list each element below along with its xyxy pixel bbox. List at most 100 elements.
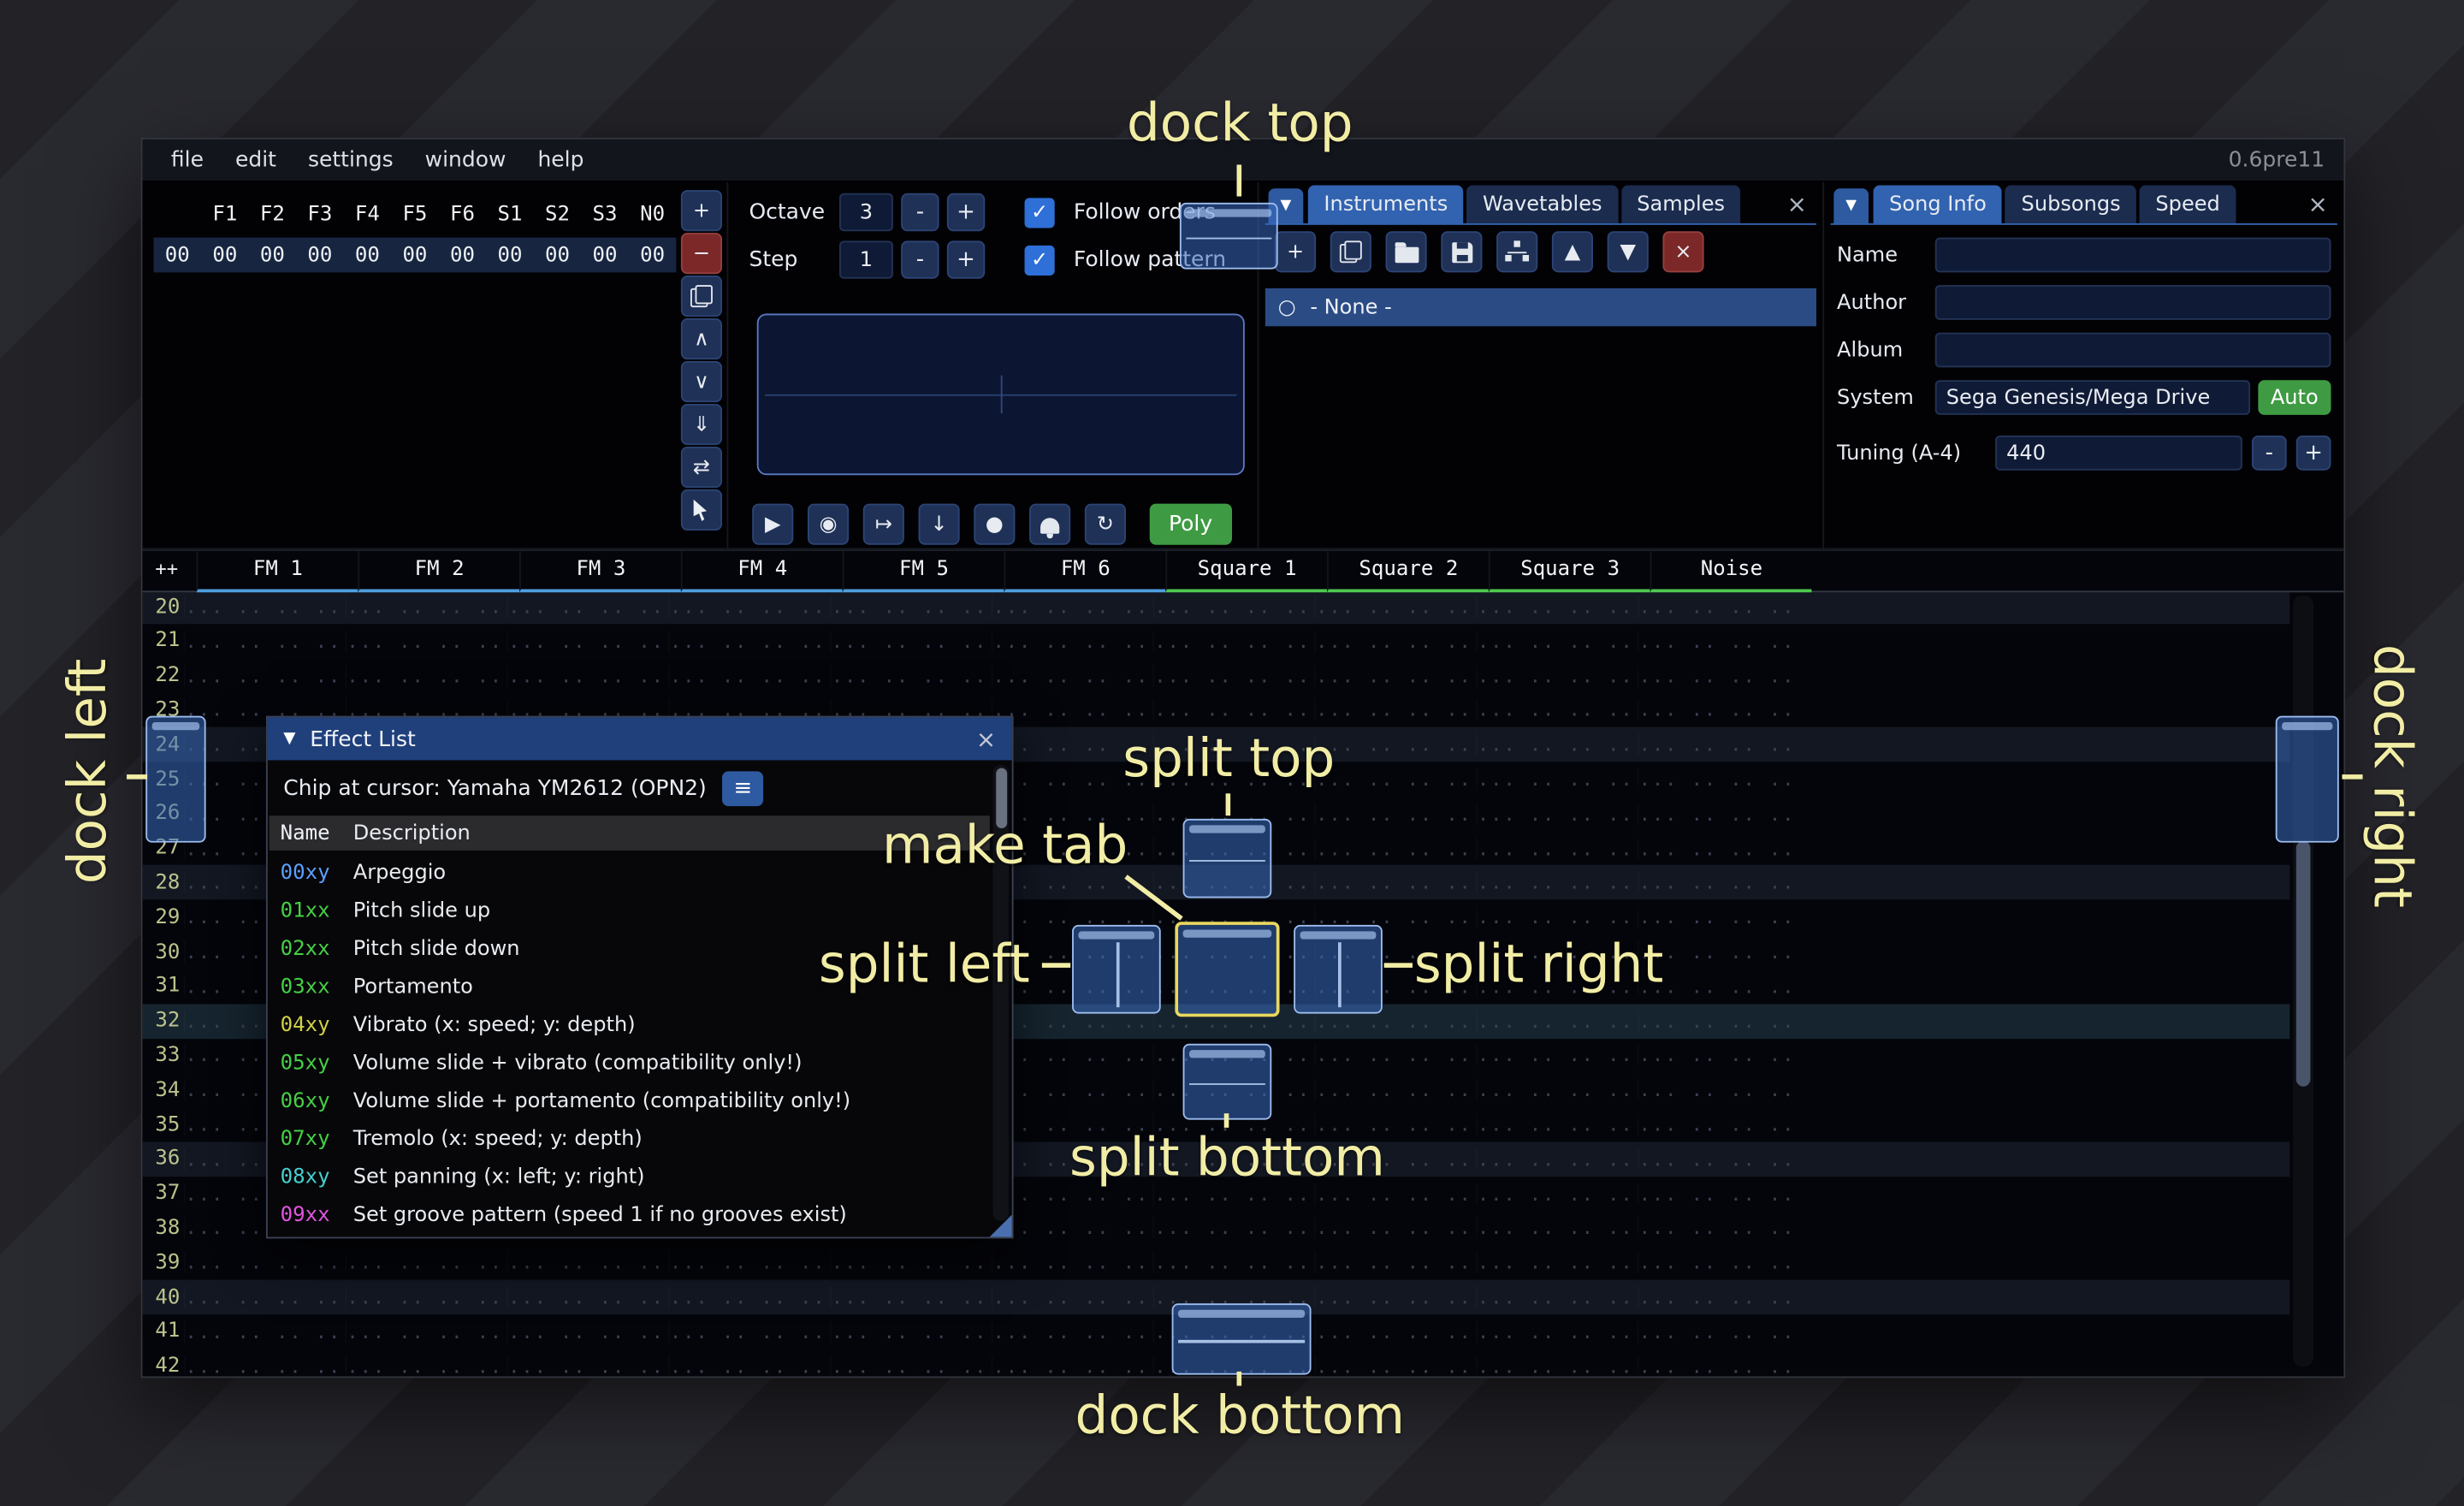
auto-button[interactable]: Auto: [2258, 380, 2331, 415]
order-row[interactable]: 0000000000000000000000: [154, 238, 677, 273]
pattern-cell[interactable]: ... .. .. ....: [1476, 1286, 1638, 1308]
pattern-cell[interactable]: ... .. .. ....: [1638, 1183, 1799, 1205]
duplicate-order-button[interactable]: [681, 276, 722, 317]
pattern-cell[interactable]: ... .. .. ....: [184, 1355, 346, 1375]
tab-instruments[interactable]: Instruments: [1308, 186, 1464, 223]
pattern-cell[interactable]: ... .. .. ....: [184, 665, 346, 687]
channel-header-noise[interactable]: Noise: [1650, 551, 1812, 592]
pattern-row[interactable]: 22... .. .. ....... .. .. ....... .. .. …: [143, 658, 2290, 693]
tab-speed[interactable]: Speed: [2140, 186, 2236, 223]
pattern-cell[interactable]: ... .. .. ....: [1638, 803, 1799, 825]
pattern-cell[interactable]: ... .. .. ....: [184, 1320, 346, 1343]
field-input-author[interactable]: [1935, 285, 2331, 320]
follow-pattern-checkbox[interactable]: ✓: [1025, 245, 1055, 275]
pattern-cell[interactable]: ... .. .. ....: [1476, 1217, 1638, 1239]
pattern-cell[interactable]: ... .. .. ....: [1476, 1183, 1638, 1205]
close-effect-list-button[interactable]: ×: [976, 725, 996, 753]
order-cell[interactable]: 00: [534, 243, 582, 267]
delete-instrument-button[interactable]: ×: [1662, 231, 1703, 272]
dock-target-right[interactable]: [2276, 716, 2339, 843]
pattern-cell[interactable]: ... .. .. ....: [506, 596, 668, 618]
menu-edit[interactable]: edit: [219, 147, 292, 173]
collapse-icon[interactable]: ▼: [283, 731, 295, 747]
order-cell[interactable]: 00: [439, 243, 487, 267]
pattern-cell[interactable]: ... .. .. ....: [668, 1355, 830, 1375]
channel-header-fm-6[interactable]: FM 6: [1004, 551, 1165, 592]
pattern-cell[interactable]: ... .. .. ....: [1476, 768, 1638, 791]
save-instrument-button[interactable]: [1441, 231, 1482, 272]
menu-file[interactable]: file: [155, 147, 219, 173]
pattern-cell[interactable]: ... .. .. ....: [992, 1286, 1153, 1308]
order-cell[interactable]: 00: [629, 243, 677, 267]
pattern-cell[interactable]: ... .. .. ....: [1314, 803, 1476, 825]
pattern-cell[interactable]: ... .. .. ....: [1476, 733, 1638, 756]
channel-header-fm-2[interactable]: FM 2: [358, 551, 519, 592]
step-decrease-button[interactable]: -: [901, 240, 939, 278]
open-instrument-button[interactable]: [1386, 231, 1427, 272]
pattern-cell[interactable]: ... .. .. ....: [1314, 665, 1476, 687]
order-cell[interactable]: 00: [486, 243, 534, 267]
pattern-cell[interactable]: ... .. .. ....: [992, 1217, 1153, 1239]
pattern-cell[interactable]: ... .. .. ....: [1638, 1079, 1799, 1101]
step-increase-button[interactable]: +: [947, 240, 985, 278]
pattern-cell[interactable]: ... .. .. ....: [668, 596, 830, 618]
tuning-input[interactable]: 440: [1995, 436, 2242, 471]
effect-row[interactable]: 04xyVibrato (x: speed; y: depth): [270, 1005, 990, 1043]
effect-row[interactable]: 07xyTremolo (x: speed; y: depth): [270, 1120, 990, 1158]
pattern-cell[interactable]: ... .. .. ....: [345, 665, 506, 687]
duplicate-instrument-button[interactable]: [1330, 231, 1371, 272]
move-instrument-down-button[interactable]: ▼: [1608, 231, 1649, 272]
tuning-increase-button[interactable]: +: [2296, 436, 2331, 471]
pattern-row[interactable]: 21... .. .. ....... .. .. ....... .. .. …: [143, 624, 2290, 659]
pattern-cell[interactable]: ... .. .. ....: [992, 630, 1153, 652]
pattern-cell[interactable]: ... .. .. ....: [1476, 1355, 1638, 1375]
pattern-cell[interactable]: ... .. .. ....: [668, 630, 830, 652]
octave-increase-button[interactable]: +: [947, 193, 985, 231]
pattern-cell[interactable]: ... .. .. ....: [345, 1286, 506, 1308]
move-instrument-up-button[interactable]: ▲: [1552, 231, 1593, 272]
pattern-cell[interactable]: ... .. .. ....: [830, 1286, 992, 1308]
move-order-up-button[interactable]: ∧: [681, 318, 722, 359]
effect-row[interactable]: 08xySet panning (x: left; y: right): [270, 1158, 990, 1195]
pattern-cell[interactable]: ... .. .. ....: [1476, 596, 1638, 618]
menu-settings[interactable]: settings: [292, 147, 409, 173]
field-input-album[interactable]: [1935, 333, 2331, 368]
make-tab-target[interactable]: [1175, 922, 1279, 1017]
pattern-cell[interactable]: ... .. .. ....: [1152, 1252, 1314, 1274]
tab-list-button[interactable]: ▼: [1833, 188, 1869, 223]
pattern-cell[interactable]: ... .. .. ....: [1314, 1217, 1476, 1239]
pattern-cell[interactable]: ... .. .. ....: [1314, 1044, 1476, 1066]
channel-header-square-3[interactable]: Square 3: [1489, 551, 1650, 592]
channel-header-fm-4[interactable]: FM 4: [681, 551, 843, 592]
pattern-cell[interactable]: ... .. .. ....: [1476, 837, 1638, 859]
move-order-down-button[interactable]: ∨: [681, 361, 722, 402]
step-one-row-button[interactable]: ↓: [919, 504, 960, 545]
pattern-cell[interactable]: ... .. .. ....: [1476, 1148, 1638, 1171]
pattern-cell[interactable]: ... .. .. ....: [992, 1355, 1153, 1375]
pattern-cell[interactable]: ... .. .. ....: [1476, 906, 1638, 928]
pattern-cell[interactable]: ... .. .. ....: [992, 1044, 1153, 1066]
resize-grip[interactable]: [990, 1215, 1012, 1237]
pattern-cell[interactable]: ... .. .. ....: [992, 699, 1153, 721]
effect-list-menu-button[interactable]: ≡: [722, 771, 763, 806]
remove-order-button[interactable]: −: [681, 233, 722, 274]
pattern-cell[interactable]: ... .. .. ....: [830, 1252, 992, 1274]
menu-window[interactable]: window: [409, 147, 522, 173]
pattern-cell[interactable]: ... .. .. ....: [506, 1320, 668, 1343]
order-cell[interactable]: 00: [581, 243, 629, 267]
close-song-info-panel-button[interactable]: ×: [2298, 186, 2337, 223]
tab-wavetables[interactable]: Wavetables: [1467, 186, 1619, 223]
pattern-cell[interactable]: ... .. .. ....: [1638, 768, 1799, 791]
pattern-cell[interactable]: ... .. .. ....: [668, 1252, 830, 1274]
order-cell[interactable]: 00: [344, 243, 392, 267]
play-from-cursor-button[interactable]: ↦: [863, 504, 904, 545]
order-change-all-button[interactable]: ⇄: [681, 447, 722, 488]
pattern-cell[interactable]: ... .. .. ....: [1314, 1079, 1476, 1101]
field-input-name[interactable]: [1935, 238, 2331, 273]
pattern-row[interactable]: 20... .. .. ....... .. .. ....... .. .. …: [143, 590, 2290, 625]
pattern-cell[interactable]: ... .. .. ....: [1638, 665, 1799, 687]
split-target-top[interactable]: [1183, 819, 1272, 898]
pattern-cell[interactable]: ... .. .. ....: [668, 1286, 830, 1308]
add-instrument-button[interactable]: +: [1275, 231, 1316, 272]
metronome-button[interactable]: [1029, 504, 1070, 545]
